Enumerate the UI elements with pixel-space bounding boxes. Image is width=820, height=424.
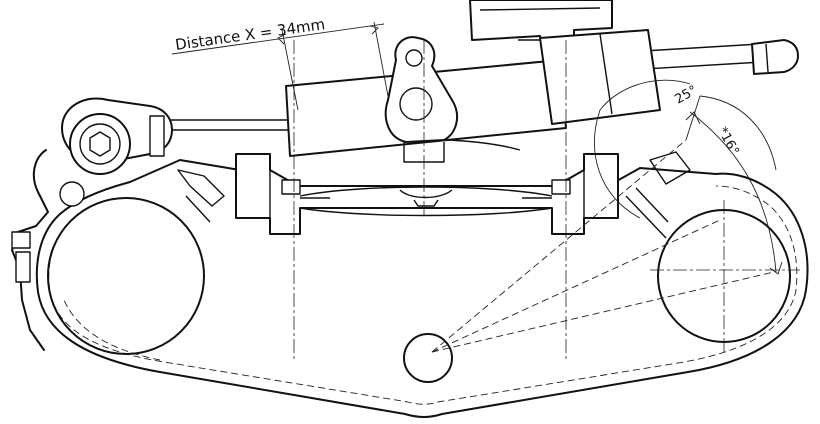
steering-stem-hole <box>403 333 453 383</box>
angle-16-label: *16° <box>714 125 741 158</box>
mounting-bracket <box>235 138 619 235</box>
center-lines <box>293 40 800 360</box>
rod-end-eye <box>61 97 173 175</box>
left-pinch-bolt <box>11 149 85 351</box>
clamp-ribs <box>177 151 691 239</box>
left-fork-bore <box>47 197 205 355</box>
distance-x-label: Distance X = 34mm <box>174 15 326 54</box>
angle-construction <box>431 79 783 353</box>
distance-dimension <box>171 21 389 111</box>
angle-25-label: 25° <box>673 83 700 108</box>
steering-damper <box>159 0 799 163</box>
